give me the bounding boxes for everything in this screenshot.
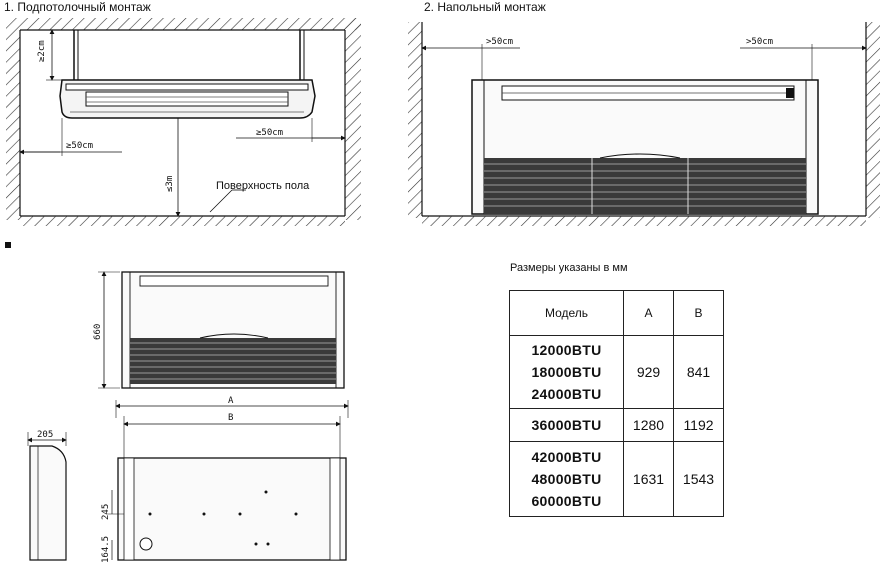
units-note: Размеры указаны в мм	[510, 262, 628, 274]
ceiling-install-title: 1. Подпотолочный монтаж	[4, 0, 151, 14]
header-model: Модель	[509, 290, 624, 336]
bullet-marker	[5, 242, 11, 248]
value-a: 929	[623, 335, 674, 409]
dim-max-height: ≤3m	[165, 176, 175, 192]
dim-a: A	[228, 396, 234, 406]
dim-left-clearance-2: >50cm	[486, 37, 513, 47]
model-cell: 36000BTU	[509, 408, 624, 442]
dim-right-clearance-2: >50cm	[746, 37, 773, 47]
dim-unit-height: 660	[93, 324, 103, 340]
floor-install-title: 2. Напольный монтаж	[424, 0, 546, 14]
left-wall-hatch-2	[408, 22, 422, 218]
left-wall-hatch	[6, 30, 20, 220]
floor-hatch-2	[422, 216, 866, 226]
dim-245: 245	[101, 504, 111, 520]
model-name: 18000BTU	[531, 364, 602, 380]
unit-side-view: 205	[27, 430, 67, 561]
table-row: 36000BTU 1280 1192	[509, 408, 724, 442]
value-a: 1631	[623, 441, 674, 517]
header-b: B	[673, 290, 724, 336]
table-row: 12000BTU 18000BTU 24000BTU 929 841	[509, 335, 724, 409]
unit-front-view: 660	[93, 271, 345, 389]
floor-indoor-unit	[471, 79, 819, 215]
floor-hatch	[20, 216, 345, 226]
ceiling-indoor-unit	[59, 79, 316, 119]
unit-rear-view: A B 245 164.5	[101, 396, 349, 563]
model-name: 60000BTU	[531, 493, 602, 509]
value-b: 1192	[673, 408, 724, 442]
ceiling-install-diagram: ≥2cm ≥50cm ≥50cm ≤3m Поверхность пола	[6, 18, 361, 226]
model-name: 42000BTU	[531, 449, 602, 465]
dim-ceiling-gap: ≥2cm	[37, 40, 47, 62]
floor-surface-label: Поверхность пола	[216, 180, 310, 192]
value-b: 841	[673, 335, 724, 409]
value-a: 1280	[623, 408, 674, 442]
right-wall-hatch	[345, 18, 361, 220]
floor-install-diagram: >50cm >50cm	[408, 22, 880, 226]
table-row: 42000BTU 48000BTU 60000BTU 1631 1543	[509, 441, 724, 517]
model-name: 12000BTU	[531, 342, 602, 358]
model-name: 36000BTU	[531, 417, 602, 433]
model-name: 48000BTU	[531, 471, 602, 487]
right-wall-hatch-2	[866, 22, 880, 218]
header-a: A	[623, 290, 674, 336]
ceiling-hatch	[6, 18, 361, 30]
table-header-row: Модель A B	[509, 290, 724, 336]
model-cell: 42000BTU 48000BTU 60000BTU	[509, 441, 624, 517]
model-name: 24000BTU	[531, 386, 602, 402]
dimensions-table: Модель A B 12000BTU 18000BTU 24000BTU 92…	[509, 290, 724, 517]
value-b: 1543	[673, 441, 724, 517]
model-cell: 12000BTU 18000BTU 24000BTU	[509, 335, 624, 409]
dim-right-clearance: ≥50cm	[256, 128, 283, 138]
dim-b: B	[228, 413, 233, 423]
dim-left-clearance: ≥50cm	[66, 141, 93, 151]
dim-depth: 205	[37, 430, 53, 440]
dim-164-5: 164.5	[101, 536, 111, 563]
